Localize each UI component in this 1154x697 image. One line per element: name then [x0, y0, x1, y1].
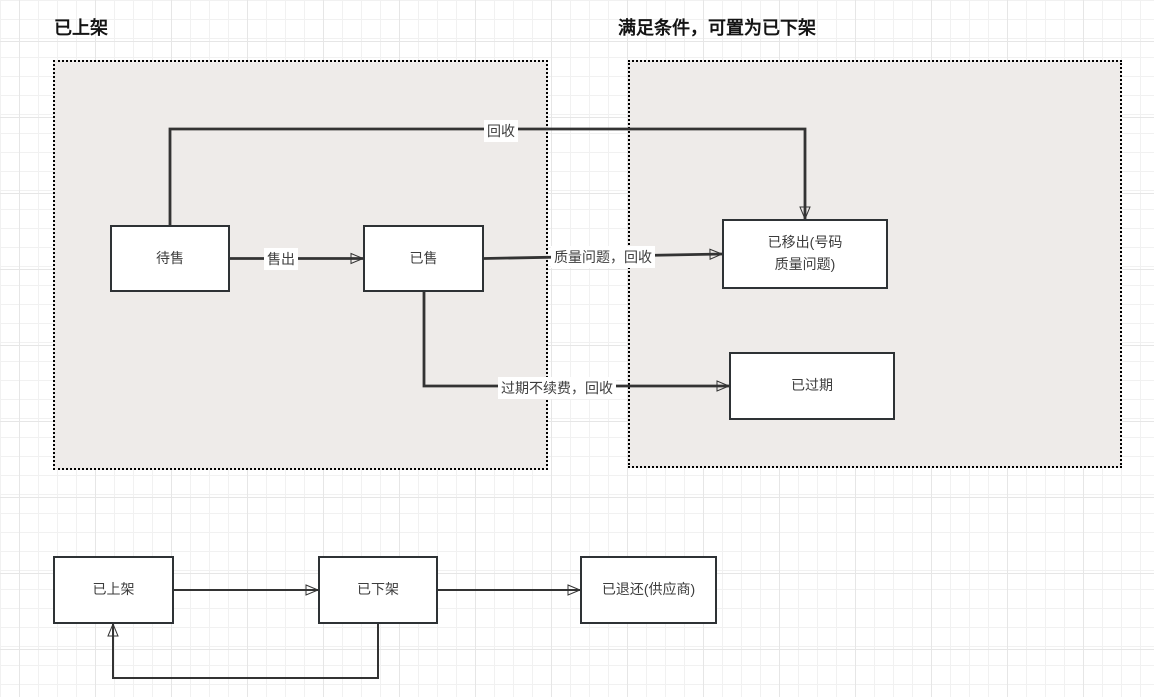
node-removed-quality-issue[interactable]: 已移出(号码 质量问题): [722, 219, 888, 289]
node-returned-supplier[interactable]: 已退还(供应商): [580, 556, 717, 624]
node-sold[interactable]: 已售: [363, 225, 484, 292]
section-title-delistable: 满足条件，可置为已下架: [618, 18, 816, 38]
node-off-shelf[interactable]: 已下架: [318, 556, 438, 624]
node-expired[interactable]: 已过期: [729, 352, 895, 420]
edge-expire-arrow[interactable]: [422, 292, 729, 386]
edge-recycle-arrow[interactable]: [168, 127, 805, 225]
edge-label-sell: 售出: [264, 248, 298, 270]
edge-label-recycle: 回收: [484, 120, 518, 142]
node-for-sale[interactable]: 待售: [110, 225, 230, 292]
edge-label-expire-recycle: 过期不续费，回收: [498, 377, 616, 399]
edge-label-quality-recycle: 质量问题，回收: [551, 246, 655, 268]
edge-offshelf-back-to-onshelf-arrow[interactable]: [113, 624, 379, 679]
section-title-listed: 已上架: [54, 18, 108, 38]
node-on-shelf[interactable]: 已上架: [53, 556, 174, 624]
